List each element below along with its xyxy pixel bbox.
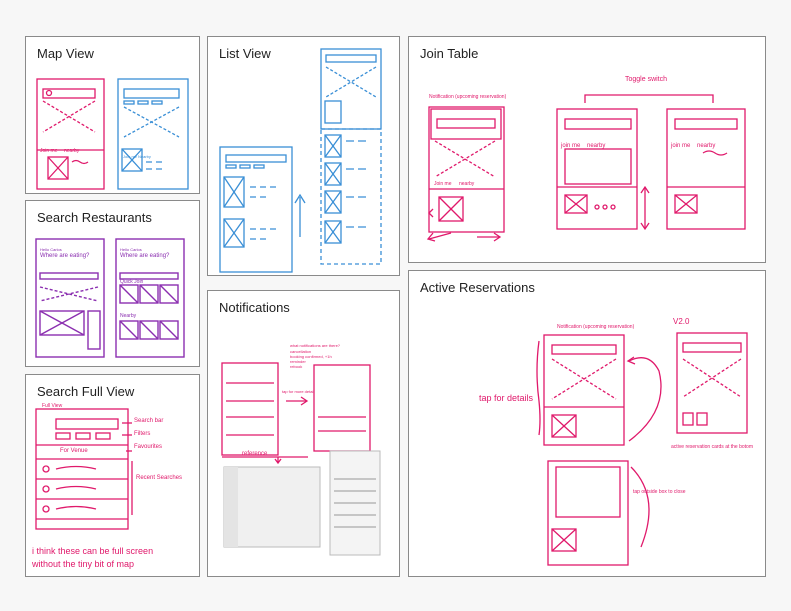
- sr-question: Where are eating?: [40, 253, 90, 259]
- join-tab-3: join me: [671, 143, 691, 149]
- join-table-sketch: [426, 94, 746, 242]
- board-active-reservations: Active Reservations Notification (upcomi…: [408, 270, 766, 577]
- board-list-view: List View: [207, 36, 400, 276]
- board-title: Active Reservations: [420, 280, 535, 295]
- board-title: Join Table: [420, 46, 479, 61]
- board-title: Search Full View: [37, 384, 135, 399]
- join-tab-1: Join me: [434, 181, 452, 187]
- board-search-restaurants: Search Restaurants Hello Carlos Where ar…: [25, 200, 200, 367]
- board-title: List View: [219, 46, 271, 61]
- board-title: Notifications: [219, 300, 290, 315]
- notif-item-3: reminder: [290, 359, 306, 364]
- ar-tap-details: tap for details: [479, 393, 534, 403]
- sfv-full-view: Full View: [42, 403, 63, 409]
- search-full-view-sketch: [35, 408, 133, 530]
- join-notification: Notification (upcoming reservation): [429, 94, 507, 100]
- notif-item-4: rebook: [290, 364, 303, 369]
- notif-reference: reference: [242, 451, 268, 457]
- ar-version: V2.0: [673, 317, 690, 326]
- board-title: Search Restaurants: [37, 210, 152, 225]
- sfv-recent: Recent Searches: [136, 475, 183, 481]
- map-blue-tab2: Nearby: [138, 154, 151, 159]
- active-reservations-sketch: [536, 332, 748, 566]
- board-map-view: Map View Join me nearby Join me Nearby: [25, 36, 200, 194]
- sr-question-2: Where are eating?: [120, 253, 170, 259]
- sfv-comment-2: without the tiny bit of map: [32, 559, 135, 569]
- sfv-for-venue: For Venue: [60, 448, 88, 454]
- join-nearby-2: nearby: [587, 143, 606, 149]
- join-nearby-3: nearby: [697, 143, 716, 149]
- map-tab-join: Join me: [40, 148, 58, 154]
- sr-hello-2: Hello Carlos: [120, 247, 142, 252]
- join-tab-2: join me: [561, 143, 581, 149]
- join-nearby-1: nearby: [459, 181, 475, 187]
- board-title: Map View: [37, 46, 94, 61]
- board-join-table: Join Table Notification (up: [408, 36, 766, 263]
- sr-hello: Hello Carlos: [40, 247, 62, 252]
- map-view-sketch: [36, 78, 189, 190]
- notif-question: what notifications are there?: [290, 343, 341, 348]
- sfv-filters: Filters: [134, 431, 151, 437]
- ar-notification: Notification (upcoming reservation): [557, 324, 635, 330]
- notif-item-1: cancellation: [290, 349, 312, 354]
- board-search-full-view: Search Full View Full View Search bar Fi…: [25, 374, 200, 577]
- notif-item-2: booking confirmed, +1h: [290, 354, 332, 359]
- notifications-sketch: [221, 362, 381, 556]
- sr-nearby: Nearby: [120, 313, 137, 319]
- notif-tap: tap for more detail: [282, 389, 315, 394]
- list-view-sketch: [219, 48, 382, 273]
- sfv-favourites: Favourites: [134, 444, 163, 450]
- sr-quick: Quick Join: [120, 279, 144, 285]
- sfv-comment-1: i think these can be full screen: [32, 546, 154, 556]
- map-tab-nearby: nearby: [64, 148, 80, 154]
- ar-tap-outside: tap outside box to close: [633, 489, 686, 495]
- join-toggle: Toggle switch: [625, 76, 668, 83]
- search-restaurants-sketch: [35, 238, 185, 358]
- ar-cards-note: active reservation cards at the botom: [671, 444, 753, 450]
- sfv-search-bar: Search bar: [134, 418, 164, 424]
- board-notifications: Notifications what notifications are the…: [207, 290, 400, 577]
- map-blue-tab: Join me: [123, 154, 138, 159]
